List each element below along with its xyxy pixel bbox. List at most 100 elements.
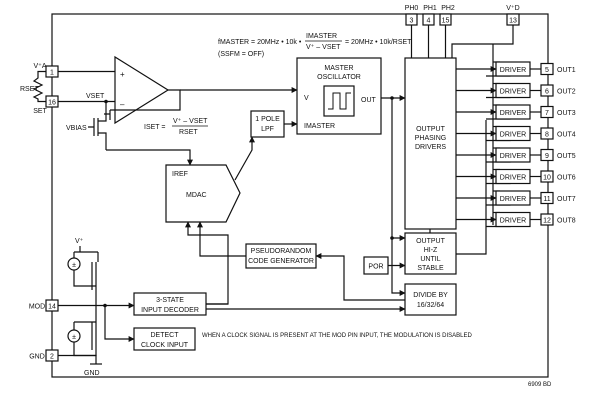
driver-row: DRIVER 10 OUT6 — [456, 168, 576, 185]
svg-text:DETECT: DETECT — [151, 332, 180, 339]
svg-text:2: 2 — [50, 354, 54, 361]
svg-text:fMASTER = 20MHz • 10k •: fMASTER = 20MHz • 10k • — [218, 39, 302, 46]
mdac-block: IREF MDAC — [165, 164, 241, 223]
svg-text:4: 4 — [427, 18, 431, 25]
svg-text:±: ± — [72, 334, 76, 341]
svg-text:1 POLE: 1 POLE — [255, 116, 280, 123]
output-pin-number: 7 — [545, 110, 549, 117]
svg-text:14: 14 — [48, 304, 56, 311]
output-pin-label: OUT7 — [557, 196, 576, 203]
oscillator-square-wave-icon — [323, 85, 355, 117]
output-pin-label: OUT5 — [557, 153, 576, 160]
output-hiz-block: OUTPUT HI-Z UNTIL STABLE — [404, 232, 457, 275]
driver-row: DRIVER 12 OUT8 — [456, 211, 576, 228]
driver-label: DRIVER — [500, 132, 526, 139]
svg-text:RSET: RSET — [179, 129, 198, 136]
driver-label: DRIVER — [500, 89, 526, 96]
output-pin-number: 5 — [545, 67, 549, 74]
fmaster-formula: fMASTER = 20MHz • 10k • IMASTER V⁺ – VSE… — [218, 33, 412, 58]
prng-to-mdac — [197, 221, 246, 257]
svg-text:3: 3 — [410, 18, 414, 25]
gnd-label: GND — [84, 370, 100, 377]
svg-text:POR: POR — [368, 264, 383, 271]
output-pin-number: 6 — [545, 89, 549, 96]
svg-text:V⁺ – VSET: V⁺ – VSET — [306, 44, 341, 51]
svg-text:PH2: PH2 — [441, 5, 455, 12]
por-block: POR — [363, 256, 389, 275]
svg-text:SET: SET — [33, 108, 47, 115]
svg-text:–: – — [120, 100, 125, 109]
output-pin-number: 10 — [543, 175, 551, 182]
svg-text:RSET: RSET — [20, 86, 39, 93]
error-amplifier: + – — [114, 55, 170, 125]
svg-text:INPUT DECODER: INPUT DECODER — [141, 307, 199, 314]
svg-text:15: 15 — [442, 18, 450, 25]
output-pin-number: 9 — [545, 153, 549, 160]
svg-text:HI-Z: HI-Z — [424, 247, 438, 254]
svg-text:GND: GND — [29, 354, 45, 361]
output-pin-number: 8 — [545, 132, 549, 139]
output-pin-number: 12 — [543, 218, 551, 225]
svg-text:= 20MHz • 10k/RSET: = 20MHz • 10k/RSET — [345, 39, 412, 46]
iset-formula: ISET = V⁺ – VSET RSET — [144, 118, 208, 136]
phase-select-wires — [410, 25, 447, 58]
driver-label: DRIVER — [500, 153, 526, 160]
driver-label: DRIVER — [500, 175, 526, 182]
pin-ph0: 3 PH0 — [405, 5, 419, 26]
svg-text:V⁺ – VSET: V⁺ – VSET — [173, 118, 208, 125]
svg-text:MASTER: MASTER — [324, 65, 353, 72]
svg-text:V⁺: V⁺ — [75, 238, 84, 245]
output-pin-number: 11 — [543, 196, 550, 203]
svg-text:1: 1 — [50, 70, 54, 77]
svg-text:OSCILLATOR: OSCILLATOR — [317, 74, 361, 81]
pin-ph2: 15 PH2 — [439, 5, 455, 26]
output-phasing-drivers-block: OUTPUT PHASING DRIVERS — [404, 57, 457, 230]
svg-text:PHASING: PHASING — [415, 135, 447, 142]
driver-row: DRIVER 9 OUT5 — [456, 147, 576, 163]
vd-wire — [451, 25, 514, 58]
svg-text:MDAC: MDAC — [186, 192, 207, 199]
detect-clock-block: DETECT CLOCK INPUT — [133, 327, 196, 351]
pseudorandom-code-generator-block: PSEUDORANDOM CODE GENERATOR — [245, 243, 317, 269]
master-oscillator-block: MASTER OSCILLATOR V OUT IMASTER — [296, 57, 382, 135]
output-pin-label: OUT6 — [557, 175, 576, 182]
figure-id: 6909 BD — [528, 382, 552, 388]
svg-text:16: 16 — [48, 100, 56, 107]
driver-label: DRIVER — [500, 218, 526, 225]
svg-text:IREF: IREF — [172, 171, 188, 178]
svg-text:V⁺D: V⁺D — [506, 5, 519, 12]
osc-to-divider — [391, 238, 406, 296]
svg-text:MOD: MOD — [29, 304, 45, 311]
svg-text:+: + — [120, 70, 125, 79]
pin-ph1: 4 PH1 — [422, 5, 437, 26]
rset-resistor: RSET — [20, 70, 46, 103]
output-pin-label: OUT4 — [557, 132, 576, 139]
svg-text:(SSFM = OFF): (SSFM = OFF) — [218, 51, 264, 58]
output-pin — [540, 213, 554, 226]
svg-text:CLOCK INPUT: CLOCK INPUT — [141, 342, 189, 349]
svg-text:OUTPUT: OUTPUT — [416, 126, 446, 133]
svg-text:PH0: PH0 — [405, 5, 419, 12]
svg-text:STABLE: STABLE — [417, 265, 444, 272]
lpf-block: 1 POLE LPF — [250, 110, 285, 138]
output-pin-label: OUT8 — [557, 218, 576, 225]
svg-text:OUT: OUT — [361, 97, 377, 104]
output-pin — [540, 127, 554, 140]
svg-text:LPF: LPF — [261, 126, 274, 133]
svg-text:VBIAS: VBIAS — [66, 125, 87, 132]
driver-row: DRIVER 8 OUT4 — [456, 125, 576, 142]
svg-text:13: 13 — [509, 18, 517, 25]
svg-text:IMASTER: IMASTER — [304, 123, 335, 130]
amp-output-wire — [110, 89, 181, 111]
pin-vd: 13 V⁺D — [506, 5, 520, 26]
modulation-note: WHEN A CLOCK SIGNAL IS PRESENT AT THE MO… — [202, 333, 473, 339]
output-pin-label: OUT3 — [557, 110, 576, 117]
svg-text:UNTIL: UNTIL — [420, 256, 440, 263]
pin-va: 1 V⁺A — [33, 63, 59, 78]
osc-to-hiz — [391, 98, 406, 241]
